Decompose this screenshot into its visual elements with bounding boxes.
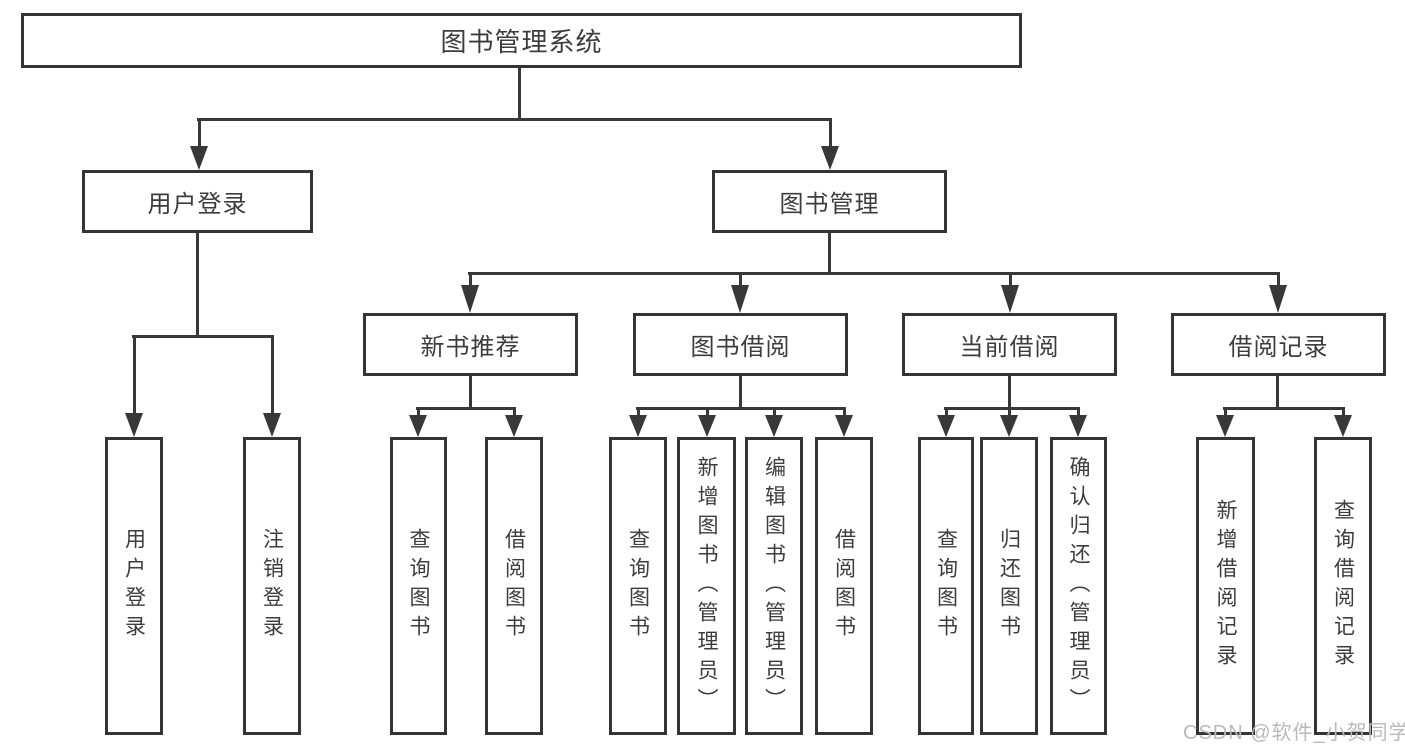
arrow-down-icon bbox=[409, 415, 427, 437]
arrow-down-icon bbox=[731, 285, 749, 313]
arrow-stem bbox=[772, 407, 776, 419]
arrow-down-icon bbox=[1269, 285, 1287, 313]
node-borrow-record: 借阅记录 bbox=[1171, 313, 1386, 376]
arrow-down-icon bbox=[937, 415, 955, 437]
connector-line bbox=[944, 407, 1080, 410]
connector-line bbox=[132, 335, 273, 338]
arrow-stem bbox=[828, 118, 832, 150]
arrow-stem bbox=[512, 407, 516, 419]
arrow-down-icon bbox=[1000, 415, 1018, 437]
leaf-add-book-admin: 新增图书（管理员） bbox=[677, 437, 736, 735]
leaf-user-login: 用户登录 bbox=[105, 437, 163, 735]
connector-line bbox=[739, 376, 742, 409]
arrow-stem bbox=[468, 272, 472, 289]
connector-line bbox=[416, 407, 516, 410]
arrow-down-icon bbox=[1334, 415, 1352, 437]
arrow-stem bbox=[416, 407, 420, 419]
arrow-down-icon bbox=[1069, 415, 1087, 437]
arrow-down-icon bbox=[1001, 285, 1019, 313]
connector-line bbox=[1008, 376, 1011, 409]
connector-line bbox=[828, 233, 831, 274]
watermark: CSDN @软件_小贺同学 bbox=[1183, 722, 1405, 744]
connector-line bbox=[469, 376, 472, 409]
leaf-recommend-query-book: 查询图书 bbox=[390, 437, 447, 735]
leaf-confirm-return-admin: 确认归还（管理员） bbox=[1050, 437, 1107, 735]
connector-line bbox=[1276, 376, 1279, 409]
arrow-down-icon bbox=[629, 415, 647, 437]
leaf-recommend-borrow-book: 借阅图书 bbox=[485, 437, 543, 735]
arrow-down-icon bbox=[263, 413, 281, 437]
node-new-book-recommend: 新书推荐 bbox=[363, 313, 578, 376]
arrow-stem bbox=[842, 407, 846, 419]
connector-line bbox=[197, 118, 831, 121]
arrow-stem bbox=[270, 335, 274, 417]
node-book-borrow: 图书借阅 bbox=[633, 313, 848, 376]
arrow-stem bbox=[132, 335, 136, 417]
arrow-down-icon bbox=[505, 415, 523, 437]
arrow-stem bbox=[705, 407, 709, 419]
connector-line bbox=[636, 407, 846, 410]
arrow-stem bbox=[197, 118, 201, 150]
arrow-stem bbox=[1008, 272, 1012, 289]
leaf-borrow-book: 借阅图书 bbox=[815, 437, 873, 735]
arrow-down-icon bbox=[125, 413, 143, 437]
leaf-add-borrow-record: 新增借阅记录 bbox=[1196, 437, 1255, 735]
arrow-down-icon bbox=[461, 285, 479, 313]
arrow-down-icon bbox=[835, 415, 853, 437]
node-library-management-system: 图书管理系统 bbox=[21, 13, 1022, 68]
arrow-down-icon bbox=[765, 415, 783, 437]
connector-line bbox=[518, 68, 521, 120]
arrow-stem bbox=[944, 407, 948, 419]
leaf-edit-book-admin: 编辑图书（管理员） bbox=[745, 437, 803, 735]
arrow-stem bbox=[636, 407, 640, 419]
arrow-down-icon bbox=[1216, 415, 1234, 437]
node-current-borrow: 当前借阅 bbox=[902, 313, 1117, 376]
node-book-management: 图书管理 bbox=[712, 170, 947, 233]
arrow-down-icon bbox=[698, 415, 716, 437]
arrow-stem bbox=[1076, 407, 1080, 419]
leaf-current-query-book: 查询图书 bbox=[918, 437, 974, 735]
arrow-stem bbox=[1007, 407, 1011, 419]
arrow-stem bbox=[1223, 407, 1227, 419]
connector-line bbox=[1223, 407, 1345, 410]
connector-line bbox=[468, 272, 1280, 275]
leaf-query-borrow-record: 查询借阅记录 bbox=[1314, 437, 1372, 735]
arrow-stem bbox=[1276, 272, 1280, 289]
arrow-stem bbox=[1341, 407, 1345, 419]
leaf-borrow-query-book: 查询图书 bbox=[609, 437, 667, 735]
leaf-return-book: 归还图书 bbox=[980, 437, 1038, 735]
connector-line bbox=[196, 233, 199, 337]
leaf-logout: 注销登录 bbox=[243, 437, 301, 735]
arrow-down-icon bbox=[190, 146, 208, 170]
arrow-stem bbox=[738, 272, 742, 289]
node-user-login: 用户登录 bbox=[82, 170, 313, 233]
arrow-down-icon bbox=[821, 146, 839, 170]
